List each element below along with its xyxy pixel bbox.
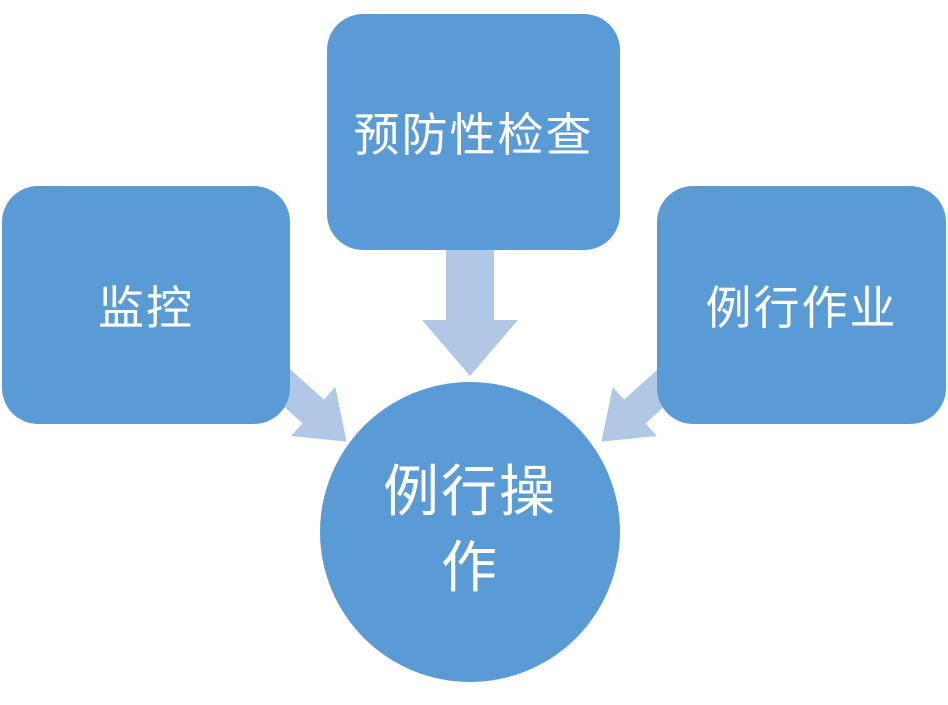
node-routine-operations: 例行操作 (320, 382, 620, 682)
node-routine-work: 例行作业 (657, 186, 946, 424)
node-monitoring: 监控 (2, 186, 290, 424)
node-routine-operations-label: 例行操作 (383, 462, 557, 600)
node-routine-work-label: 例行作业 (705, 283, 898, 334)
node-preventive-inspection: 预防性检查 (327, 14, 620, 250)
node-monitoring-label: 监控 (98, 283, 194, 334)
node-preventive-inspection-label: 预防性检查 (353, 110, 594, 161)
arrow-top-to-center-icon (422, 248, 518, 376)
